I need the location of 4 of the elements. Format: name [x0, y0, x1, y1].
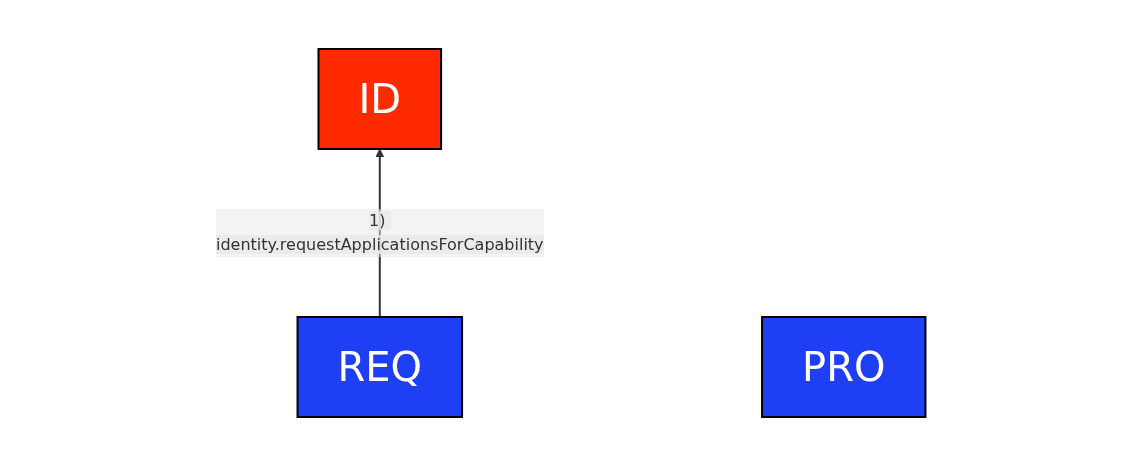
node-box: REQ [296, 316, 464, 418]
node-box: ID [317, 48, 443, 150]
edge-label: 1) identity.requestApplicationsForCapability [216, 210, 544, 254]
node-box: PRO [761, 316, 927, 418]
